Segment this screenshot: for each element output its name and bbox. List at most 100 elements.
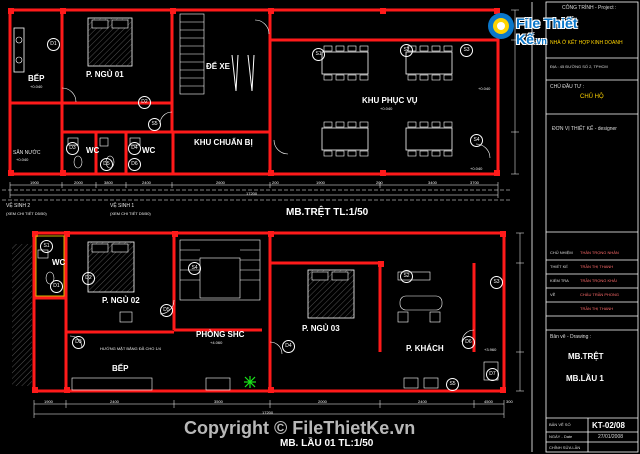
- tb-drawing-1: MB.TRỆT: [568, 352, 604, 361]
- tag-g-d5: D5: [100, 158, 113, 171]
- logo-mark-icon: [488, 13, 514, 39]
- room-label-bedroom-01: P. NGỦ 01: [86, 70, 124, 79]
- dim-g-1: 1900: [30, 180, 39, 185]
- tb-owner-label: CHỦ ĐẦU TƯ :: [550, 84, 585, 90]
- dim-u-7: 300: [506, 399, 513, 404]
- tb-address: ĐỊA : 45 ĐƯỜNG SỐ 2, TPHCM: [550, 64, 608, 69]
- dim-g-4: 2400: [142, 180, 151, 185]
- tb-name-4: CHÂU TRẦN PHONG: [580, 292, 620, 297]
- room-label-parking: ĐỂ XE: [206, 62, 231, 71]
- tag-u-d2: D2: [82, 272, 95, 285]
- callout-bathroom-1-note: (XEM CHI TIẾT D5/50): [110, 211, 151, 216]
- level-living-room: +3.960: [484, 347, 497, 352]
- room-label-wash-yard: SÂN NƯỚC: [13, 150, 41, 156]
- dim-g-9: 3400: [428, 180, 437, 185]
- level-service-area: +0.040: [380, 106, 393, 111]
- ground-floor-plan: [2, 8, 510, 201]
- room-label-family-room: PHÒNG SHC: [196, 330, 245, 339]
- tag-u-d1: D1: [50, 280, 63, 293]
- tb-role-2: THIẾT KẾ: [550, 264, 568, 269]
- dim-g-2: 2000: [74, 180, 83, 185]
- room-label-upper-wc: WC: [52, 258, 66, 267]
- tag-g-d6: D6: [128, 158, 141, 171]
- room-label-wc-2: WC: [142, 146, 156, 155]
- tag-g-d3: D3: [66, 142, 79, 155]
- tag-u-d6: D6: [462, 336, 475, 349]
- room-label-wc-1: WC: [86, 146, 100, 155]
- tag-u-s1: S1: [40, 240, 53, 253]
- dim-u-3: 3500: [214, 399, 223, 404]
- tag-g-d1: D1: [47, 38, 60, 51]
- watermark-copyright: Copyright © FileThietKe.vn: [184, 418, 416, 438]
- tb-designer-label: ĐƠN VỊ THIẾT KẾ - designer: [552, 126, 617, 132]
- tb-date: 27/01/2008: [598, 434, 624, 440]
- tb-revision-label: CHỈNH SỬA LẦN: [549, 445, 581, 450]
- upper-floor-plan: [12, 9, 524, 418]
- dim-g-8: 200: [376, 180, 383, 185]
- dim-u-2: 2400: [110, 399, 119, 404]
- tag-u-s2: S2: [400, 270, 413, 283]
- tag-g-s3: S3: [460, 44, 473, 57]
- dim-u-5: 2400: [418, 399, 427, 404]
- tag-u-d3: D3: [72, 336, 85, 349]
- tag-u-s5: S5: [446, 378, 459, 391]
- level-right-top: +0.040: [478, 86, 491, 91]
- dim-u-1: 1900: [44, 399, 53, 404]
- room-label-kitchen: BẾP: [28, 74, 45, 83]
- dim-g-3: 3800: [104, 180, 113, 185]
- room-label-bedroom-02: P. NGỦ 02: [102, 296, 140, 305]
- dim-u-total: 17200: [262, 410, 274, 415]
- tb-name-3: TRẦN TRỌNG KHẢI: [580, 278, 617, 283]
- room-label-upper-kitchen: BẾP: [112, 364, 129, 373]
- level-right-bottom: +0.040: [470, 166, 483, 171]
- tag-g-s1: S1: [312, 48, 325, 61]
- tag-g-d2: D2: [138, 96, 151, 109]
- room-label-service-area: KHU PHỤC VỤ: [362, 96, 418, 105]
- dim-g-6: 200: [272, 180, 279, 185]
- tb-name-1: THÂN TRỌNG NHÂN: [580, 250, 619, 255]
- room-label-bedroom-03: P. NGỦ 03: [302, 324, 340, 333]
- ground-floor-title: MB.TRỆT TL:1/50: [286, 207, 369, 218]
- tb-project-label: CÔNG TRÌNH - Project :: [562, 5, 617, 11]
- tb-drawing-2: MB.LẦU 1: [566, 374, 604, 383]
- tag-g-s2: S2: [400, 44, 413, 57]
- upper-floor-title: MB. LẦU 01 TL:1/50: [280, 438, 374, 449]
- tag-g-d4: D4: [128, 142, 141, 155]
- callout-bathroom-2: VỆ SINH 2: [6, 203, 31, 209]
- tb-owner: CHỦ HỘ: [580, 94, 604, 100]
- tb-drawing-label: Bản vẽ - Drawing :: [550, 334, 592, 340]
- tag-u-s3: S3: [490, 276, 503, 289]
- tag-u-d5: D5: [160, 304, 173, 317]
- room-label-prep-area: KHU CHUẨN BỊ: [194, 138, 253, 147]
- dim-g-5: 2600: [216, 180, 225, 185]
- dim-g-10: 3700: [470, 180, 479, 185]
- title-block-frame: [531, 1, 639, 453]
- tb-role-4: VẼ: [550, 292, 556, 297]
- callout-bathroom-1: VỆ SINH 1: [110, 203, 135, 209]
- watermark-logo: File Thiết Kế.vn: [486, 7, 602, 47]
- tb-date-label: NGÀY - Date: [549, 434, 573, 439]
- tag-u-d7: D7: [486, 368, 499, 381]
- level-wash-yard: +0.040: [16, 157, 29, 162]
- tb-role-1: CHỦ NHIỆM: [550, 250, 573, 255]
- tag-g-s5: S5: [148, 118, 161, 131]
- room-label-living-room: P. KHÁCH: [406, 344, 444, 353]
- tb-project-name: NHÀ Ở KẾT HỢP KINH DOANH: [550, 40, 623, 46]
- dim-u-4: 2000: [318, 399, 327, 404]
- dim-g-7: 1900: [316, 180, 325, 185]
- dim-g-total: 17200: [246, 191, 258, 196]
- dim-u-6: 4500: [484, 399, 493, 404]
- level-family-room: +4.060: [210, 340, 223, 345]
- level-kitchen: +0.040: [30, 84, 43, 89]
- watermark-brand: File Thiết Kế.vn: [516, 15, 578, 47]
- upper-note: HƯỚNG MẶT BẰNG ĐÃ CHO 1/4: [100, 346, 162, 351]
- callout-bathroom-2-note: (XEM CHI TIẾT D5/50): [6, 211, 47, 216]
- tag-g-s4: S4: [470, 134, 483, 147]
- tb-name-2: TRẦN THỊ THANH: [580, 264, 614, 269]
- tb-name-5: TRẦN THỊ THANH: [580, 306, 614, 311]
- tb-role-3: KIỂM TRA: [550, 278, 569, 283]
- tag-u-d4: D4: [282, 340, 295, 353]
- tb-sheet-no: KT-02/08: [592, 421, 625, 430]
